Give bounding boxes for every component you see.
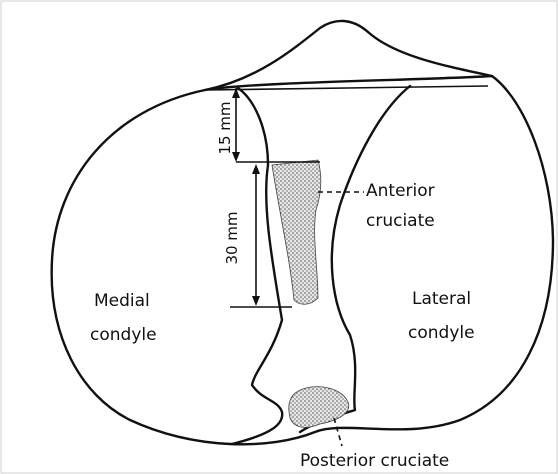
lateral-intercondylar-border bbox=[300, 86, 410, 432]
dim-label-15mm: 15 mm bbox=[216, 101, 234, 154]
anterior-cruciate-area bbox=[272, 160, 321, 304]
tuberosity-outline bbox=[205, 21, 492, 90]
medial-intercondylar-border bbox=[232, 88, 282, 444]
posterior-cruciate-label: Posterior cruciate bbox=[300, 451, 449, 471]
lateral-condyle-label-line1: Lateral bbox=[412, 289, 471, 309]
anterior-cruciate-label-line1: Anterior bbox=[366, 181, 435, 201]
posterior-cruciate-area bbox=[289, 387, 349, 428]
dim-arrow-30mm-up bbox=[252, 164, 260, 174]
dim-arrow-30mm-down bbox=[252, 296, 260, 306]
posterior-leader bbox=[334, 418, 342, 446]
anterior-cruciate-label-line2: cruciate bbox=[366, 211, 435, 231]
dim-label-30mm: 30 mm bbox=[223, 211, 241, 264]
medial-condyle-label-line1: Medial bbox=[94, 291, 150, 311]
medial-condyle-label-line2: condyle bbox=[90, 325, 157, 345]
lateral-condyle-label-line2: condyle bbox=[408, 323, 475, 343]
